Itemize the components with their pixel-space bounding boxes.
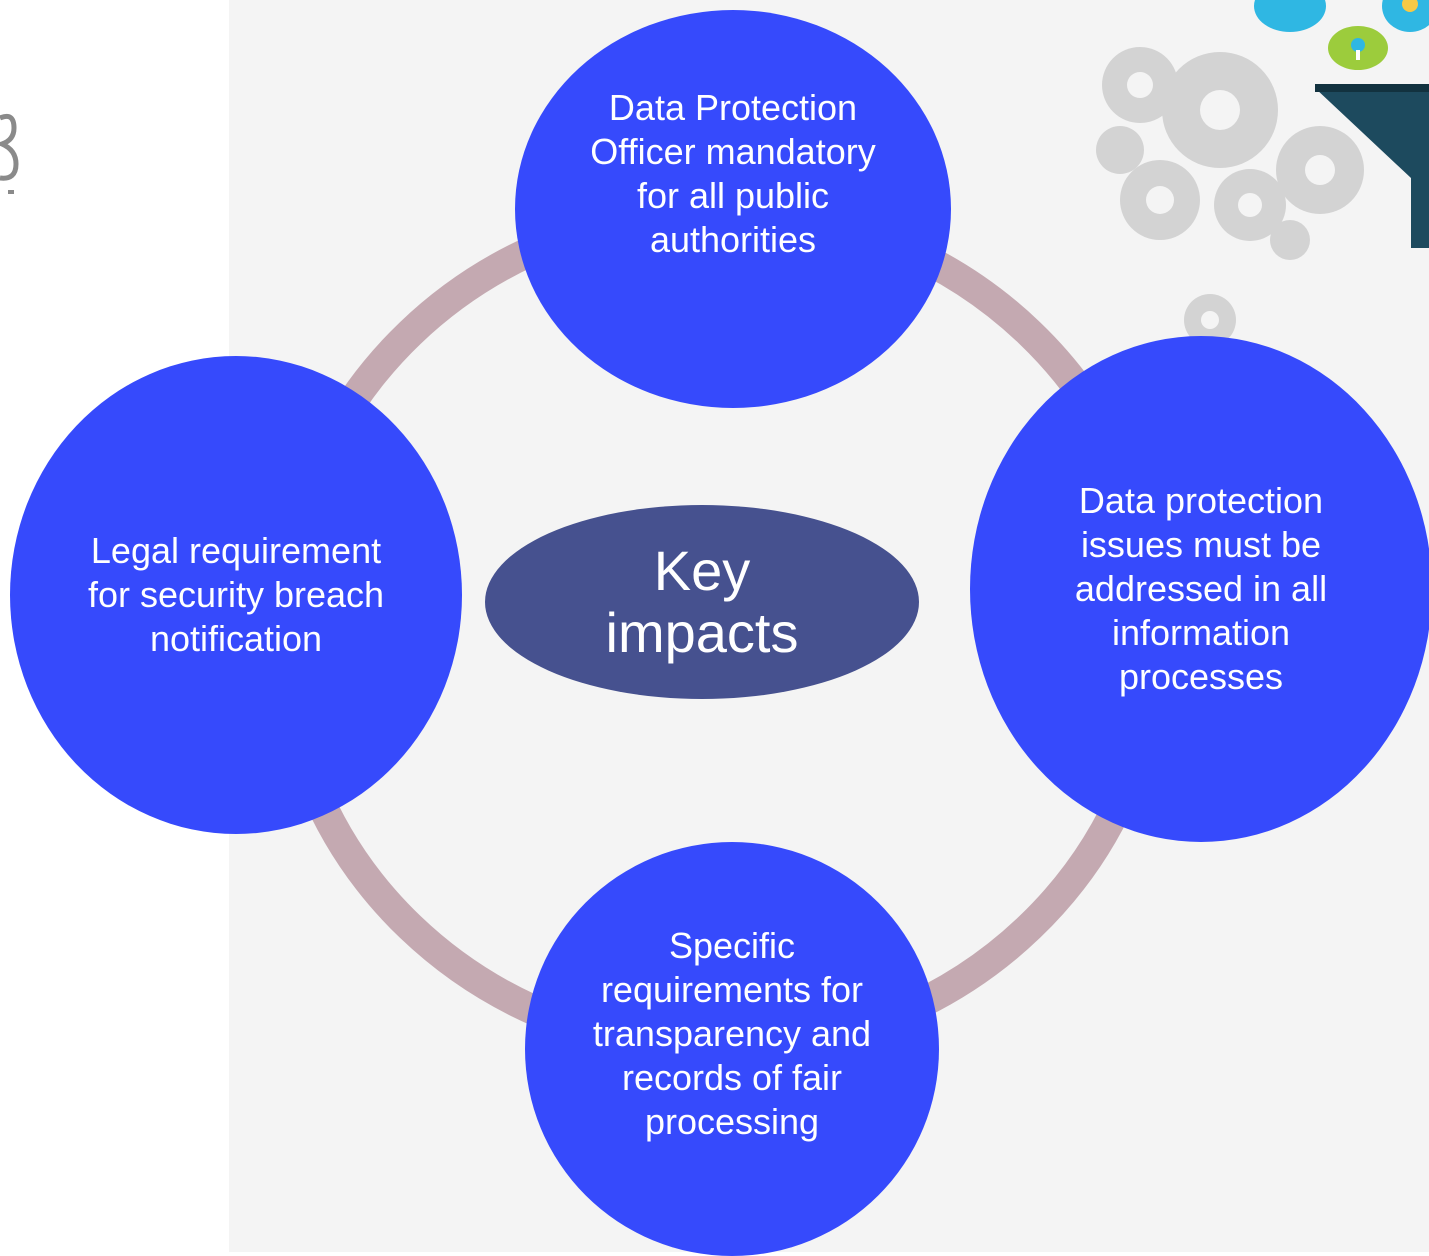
- impact-node-breach-notification: Legal requirement for security breach no…: [10, 356, 462, 834]
- impact-node-information-processes: Data protection issues must be addressed…: [970, 336, 1429, 842]
- partial-logo-icon: [0, 113, 19, 194]
- impact-node-transparency: Specific requirements for transparency a…: [525, 842, 939, 1256]
- impact-node-dpo: Data Protection Officer mandatory for al…: [515, 10, 951, 408]
- key-impacts-hub-label: Key impacts: [605, 539, 799, 664]
- key-impacts-hub: Key impacts: [485, 505, 919, 699]
- funnel-icon: [1315, 84, 1429, 248]
- cloud-icon: [1254, 0, 1326, 32]
- impact-node-breach-notification-label: Legal requirement for security breach no…: [87, 530, 385, 659]
- lightbulb-icon: [1382, 0, 1429, 32]
- impact-node-dpo-label: Data Protection Officer mandatory for al…: [590, 87, 876, 260]
- gears-icon: [1096, 0, 1429, 346]
- impact-node-transparency-label: Specific requirements for transparency a…: [592, 925, 872, 1142]
- impact-node-information-processes-label: Data protection issues must be addressed…: [1074, 480, 1328, 697]
